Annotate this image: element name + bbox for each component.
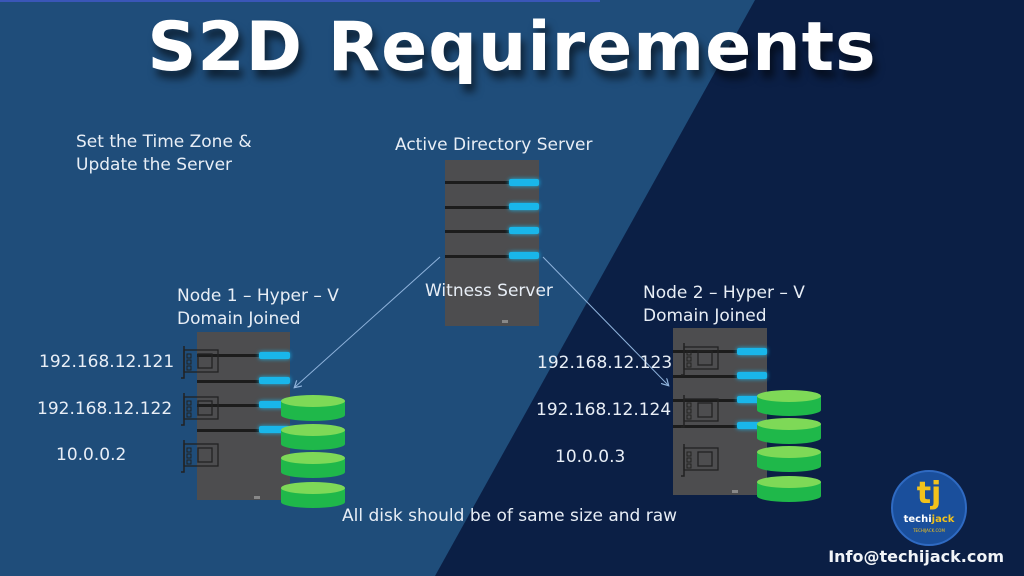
nic-icon: [681, 395, 719, 428]
node2-subtitle: Domain Joined: [643, 306, 767, 326]
disk-icon: [281, 424, 345, 450]
page-title: S2D Requirements: [147, 8, 877, 87]
disk-icon: [281, 452, 345, 478]
arrow-to-node1: [295, 256, 441, 387]
nic-icon: [181, 346, 219, 379]
witness-server-label: Witness Server: [425, 281, 553, 301]
note-time-zone-line2: Update the Server: [76, 155, 233, 175]
node1-ip-2: 192.168.12.122: [37, 399, 173, 419]
disk-icon: [281, 482, 345, 508]
disk-icon: [757, 446, 821, 472]
disk-requirement-note: All disk should be of same size and raw: [342, 506, 678, 526]
note-time-zone-line1: Set the Time Zone &: [76, 132, 252, 152]
node2-ip-1: 192.168.12.123: [537, 353, 673, 373]
nic-icon: [681, 343, 719, 376]
nic-icon: [181, 393, 219, 426]
ad-server-icon: [445, 160, 539, 326]
logo-name-part1: techi: [903, 514, 932, 525]
disk-icon: [281, 395, 345, 421]
node1-ip-3: 10.0.0.2: [56, 445, 127, 465]
contact-email[interactable]: Info@techijack.com: [828, 547, 1004, 566]
disk-icon: [757, 476, 821, 502]
logo-mark: tj: [916, 476, 942, 511]
left-panel: [0, 0, 755, 576]
arrow-to-node2: [542, 256, 668, 385]
disk-icon: [757, 418, 821, 444]
disk-icon: [757, 390, 821, 416]
node2-ip-3: 10.0.0.3: [555, 447, 626, 467]
logo-name-part2: jack: [931, 514, 955, 525]
node1-subtitle: Domain Joined: [177, 309, 301, 329]
logo-tagline: TECHIJACK.COM: [913, 528, 945, 533]
node2-ip-2: 192.168.12.124: [536, 400, 672, 420]
ad-server-label: Active Directory Server: [395, 135, 593, 155]
techijack-logo: tj techijack TECHIJACK.COM: [891, 470, 967, 546]
nic-icon: [181, 440, 219, 473]
nic-icon: [681, 444, 719, 477]
node2-title: Node 2 – Hyper – V: [643, 283, 805, 303]
node1-title: Node 1 – Hyper – V: [177, 286, 339, 306]
node1-ip-1: 192.168.12.121: [39, 352, 175, 372]
